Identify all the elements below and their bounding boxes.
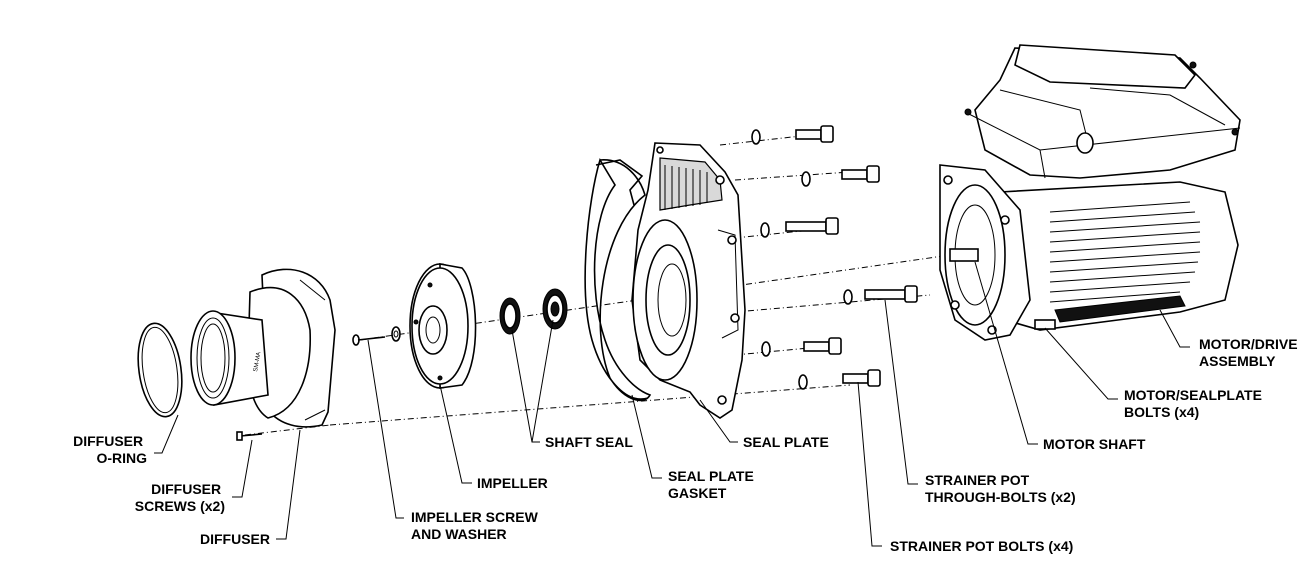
motor-drive-assembly-part bbox=[939, 44, 1241, 341]
diffuser-screws-part bbox=[236, 431, 263, 441]
seal-plate-gasket-part bbox=[584, 158, 652, 402]
shaft-seal-part bbox=[499, 288, 568, 335]
label-motor-sealplate-bolts: MOTOR/SEALPLATE BOLTS (x4) bbox=[1124, 387, 1266, 420]
diffuser-oring-part bbox=[137, 322, 183, 418]
diffuser-part: SM-MA bbox=[190, 268, 336, 428]
label-impeller: IMPELLER bbox=[477, 475, 548, 491]
label-diffuser-oring: DIFFUSER O-RING bbox=[73, 433, 147, 466]
impeller-screw-part bbox=[352, 326, 401, 346]
impeller-part bbox=[409, 263, 477, 389]
strainer-through-bolts-part bbox=[843, 285, 918, 305]
strainer-pot-bolts-part bbox=[751, 125, 881, 390]
label-strainer-bolts: STRAINER POT BOLTS (x4) bbox=[890, 538, 1073, 554]
seal-plate-part bbox=[631, 142, 746, 419]
label-seal-plate: SEAL PLATE bbox=[743, 434, 829, 450]
leader-lines bbox=[154, 261, 1190, 547]
label-diffuser-screws: DIFFUSER SCREWS (x2) bbox=[135, 481, 225, 514]
label-shaft-seal: SHAFT SEAL bbox=[545, 434, 633, 450]
assembly-axes bbox=[244, 134, 951, 436]
label-diffuser: DIFFUSER bbox=[200, 531, 270, 547]
label-motor-drive: MOTOR/DRIVE ASSEMBLY bbox=[1199, 336, 1301, 369]
diffuser-stamp: SM-MA bbox=[253, 352, 262, 373]
label-motor-shaft: MOTOR SHAFT bbox=[1043, 436, 1146, 452]
label-seal-plate-gasket: SEAL PLATE GASKET bbox=[668, 468, 758, 501]
label-impeller-screw: IMPELLER SCREW AND WASHER bbox=[411, 509, 542, 542]
label-strainer-through-bolts: STRAINER POT THROUGH-BOLTS (x2) bbox=[925, 472, 1076, 505]
part-labels: DIFFUSER O-RING DIFFUSER SCREWS (x2) DIF… bbox=[73, 336, 1301, 554]
